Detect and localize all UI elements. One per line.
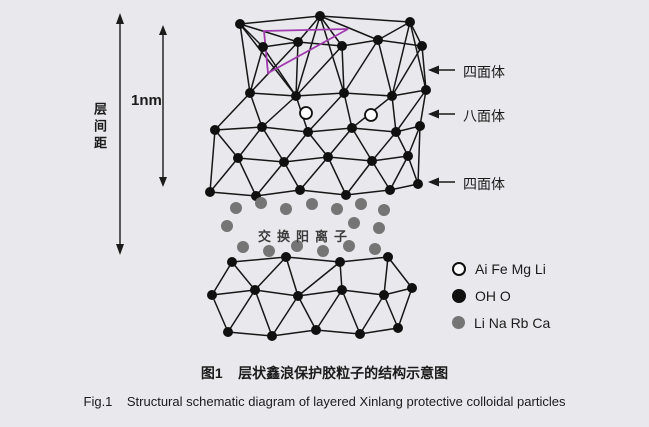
legend: Ai Fe Mg Li OH O Li Na Rb Ca [452,255,550,336]
layer-spacing-arrow [116,13,124,255]
upper-tetrahedral-sheet [239,15,427,97]
atom-nodes [205,11,431,341]
exchange-cations-label: 交换阳离子 [258,229,354,244]
pointer-arrow-tetrahedron-bottom [428,177,455,187]
pointer-arrow-tetrahedron-top [428,65,455,75]
legend-item-octahedral-cations: Ai Fe Mg Li [452,255,550,282]
caption-english: Fig.1 Structural schematic diagram of la… [83,394,566,409]
legend-label: Ai Fe Mg Li [475,260,546,277]
legend-item-exchange-cations: Li Na Rb Ca [452,309,550,336]
legend-label: OH O [475,287,511,304]
layer-spacing-label: 层间距 [92,102,107,153]
tetrahedron-bottom-label: 四面体 [463,176,505,192]
legend-item-oxygen-hydroxyl: OH O [452,282,550,309]
pointer-arrow-octahedron [428,109,455,119]
exchange-cation-dots [221,197,390,257]
legend-label: Li Na Rb Ca [474,314,551,331]
highlight-triangle [263,28,349,75]
thickness-label: 1nm [131,92,162,109]
thickness-arrow [159,25,167,187]
octahedron-label: 八面体 [463,108,505,124]
gray-circle-icon [452,316,465,329]
tetrahedron-top-label: 四面体 [463,64,505,80]
octahedral-cation-circles [299,106,378,122]
open-circle-icon [452,261,466,276]
filled-circle-icon [452,288,466,303]
caption-chinese: 图1 层状鑫浪保护胶粒子的结构示意图 [200,365,449,381]
